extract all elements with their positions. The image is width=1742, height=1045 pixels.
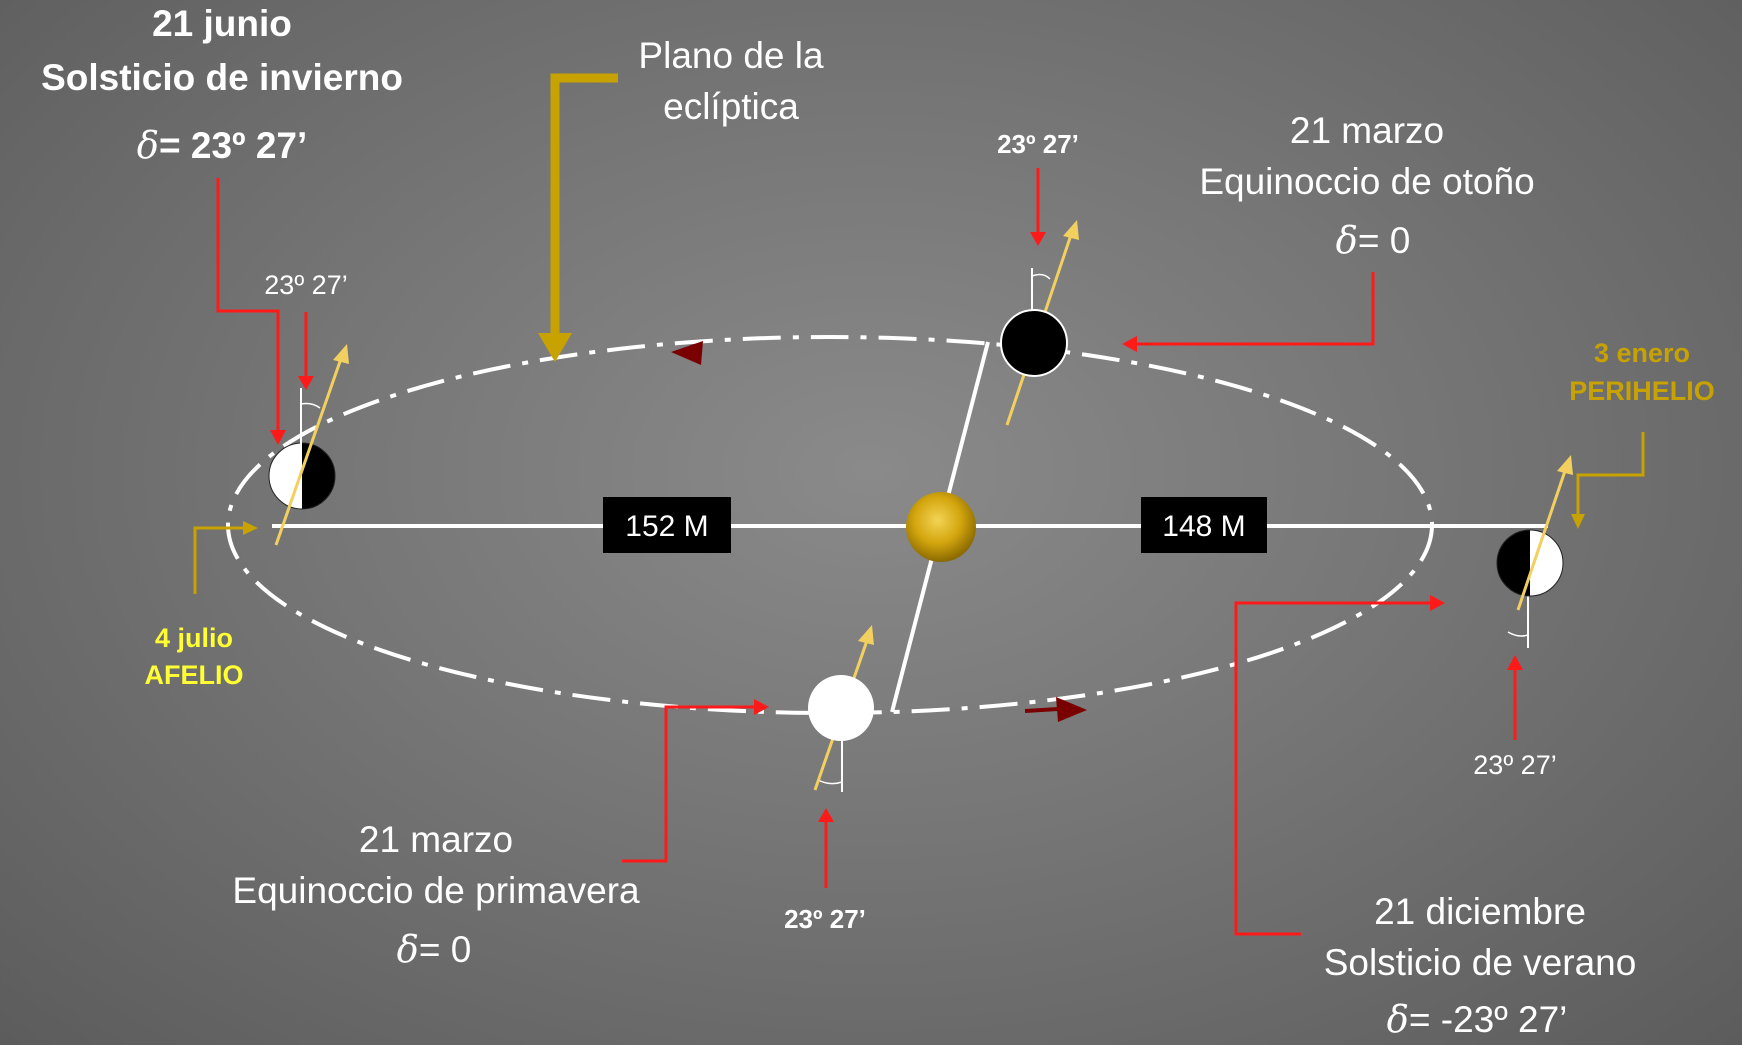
pointer-primavera-tilt-head xyxy=(818,808,834,822)
distance-afelio: 152 M xyxy=(625,510,708,543)
pointer-june-tilt-head xyxy=(298,376,314,390)
pointer-equinoccio-otono xyxy=(1135,272,1375,346)
primavera-delta-value: = 0 xyxy=(419,929,471,970)
ecliptic-pointer-head xyxy=(538,333,572,362)
orbit-direction-arrow-top xyxy=(671,341,703,365)
pointer-afelio xyxy=(193,526,245,594)
primavera-date: 21 marzo xyxy=(359,819,513,860)
sun xyxy=(906,492,976,562)
tilt-label-bottom: 23º 27’ xyxy=(784,904,866,934)
pointer-solsticio-invierno xyxy=(216,178,280,432)
afelio-name: AFELIO xyxy=(145,660,244,690)
otono-name: Equinoccio de otoño xyxy=(1199,161,1534,202)
tilt-label-left: 23º 27’ xyxy=(264,270,347,300)
distance-perihelio: 148 M xyxy=(1162,510,1245,543)
plano-line1: Plano de la xyxy=(638,35,824,76)
pointer-solsticio-invierno-head xyxy=(270,430,286,445)
diciembre-delta-symbol: δ xyxy=(1387,998,1409,1041)
perihelio-date: 3 enero xyxy=(1594,338,1690,368)
tilt-label-right: 23º 27’ xyxy=(1473,750,1556,780)
junio-delta: δ= 23º 27’ xyxy=(137,124,308,167)
pointer-diciembre-tilt-head xyxy=(1507,655,1523,670)
distance-box-afelio xyxy=(603,497,731,553)
junio-delta-value: = 23º 27’ xyxy=(159,125,307,166)
junio-date: 21 junio xyxy=(152,3,292,44)
diciembre-delta-value: = -23º 27’ xyxy=(1409,999,1568,1040)
earth-march-otono xyxy=(1000,220,1079,426)
pointer-equinoccio-primavera xyxy=(622,705,756,863)
ecliptic-pointer xyxy=(550,73,618,335)
pointer-perihelio-head xyxy=(1571,514,1585,529)
earth-march-primavera xyxy=(808,625,874,792)
primavera-delta: δ= 0 xyxy=(397,928,472,971)
junio-name: Solsticio de invierno xyxy=(41,57,403,98)
plano-line2: eclíptica xyxy=(663,86,799,127)
afelio-date: 4 julio xyxy=(155,623,233,653)
orbit-red-segment xyxy=(1024,707,1059,713)
diciembre-delta: δ= -23º 27’ xyxy=(1387,998,1568,1041)
otono-delta-symbol: δ xyxy=(1336,219,1358,262)
primavera-delta-symbol: δ xyxy=(397,928,419,971)
orbit-direction-arrow-bottom xyxy=(1056,697,1087,722)
earth-june xyxy=(268,344,349,546)
perihelio-name: PERIHELIO xyxy=(1569,376,1715,406)
earth-december xyxy=(1496,455,1573,648)
pointer-solsticio-verano xyxy=(1234,601,1432,936)
distance-box-perihelio xyxy=(1141,497,1267,553)
pointer-perihelio xyxy=(1576,432,1645,516)
tilt-label-top: 23º 27’ xyxy=(997,129,1079,159)
pointer-solsticio-verano-head xyxy=(1430,595,1445,611)
junio-delta-symbol: δ xyxy=(137,124,159,167)
otono-date: 21 marzo xyxy=(1290,110,1444,151)
otono-delta-value: = 0 xyxy=(1358,220,1410,261)
diciembre-date: 21 diciembre xyxy=(1374,891,1586,932)
pointer-equinoccio-otono-head xyxy=(1122,336,1137,352)
pointer-otono-tilt-head xyxy=(1030,232,1046,246)
pointer-equinoccio-primavera-head xyxy=(754,699,769,715)
diciembre-name: Solsticio de verano xyxy=(1324,942,1637,983)
primavera-name: Equinoccio de primavera xyxy=(232,870,640,911)
pointer-afelio-head xyxy=(243,521,258,535)
otono-delta: δ= 0 xyxy=(1336,219,1411,262)
